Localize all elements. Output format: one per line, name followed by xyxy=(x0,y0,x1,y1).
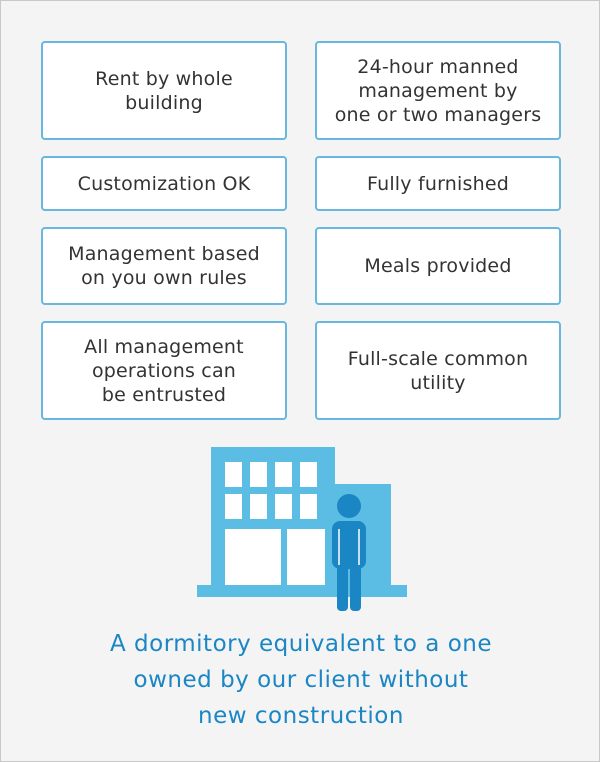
feature-label: Fully furnished xyxy=(367,172,509,195)
feature-label: Full-scale common utility xyxy=(347,347,529,394)
feature-customization: Customization OK xyxy=(41,156,287,211)
feature-own-rules: Management based on you own rules xyxy=(41,227,287,305)
feature-fully-furnished: Fully furnished xyxy=(315,156,561,211)
feature-label: Customization OK xyxy=(77,172,251,195)
person-icon xyxy=(332,494,366,611)
feature-label: Rent by whole building xyxy=(95,67,233,114)
feature-management-entrusted: All management operations can be entrust… xyxy=(41,321,287,420)
feature-24-hour-management: 24-hour manned management by one or two … xyxy=(315,41,561,140)
feature-label: Meals provided xyxy=(364,255,512,277)
feature-common-utility: Full-scale common utility xyxy=(315,321,561,420)
feature-label: Management based on you own rules xyxy=(68,243,260,289)
feature-label: All management operations can be entrust… xyxy=(84,335,244,406)
feature-rent-whole-building: Rent by whole building xyxy=(41,41,287,140)
feature-meals-provided: Meals provided xyxy=(315,227,561,305)
dormitory-illustration xyxy=(197,447,407,611)
summary-caption: A dormitory equivalent to a one owned by… xyxy=(109,631,492,729)
building-icon xyxy=(197,447,407,597)
feature-label: 24-hour manned management by one or two … xyxy=(334,55,542,126)
